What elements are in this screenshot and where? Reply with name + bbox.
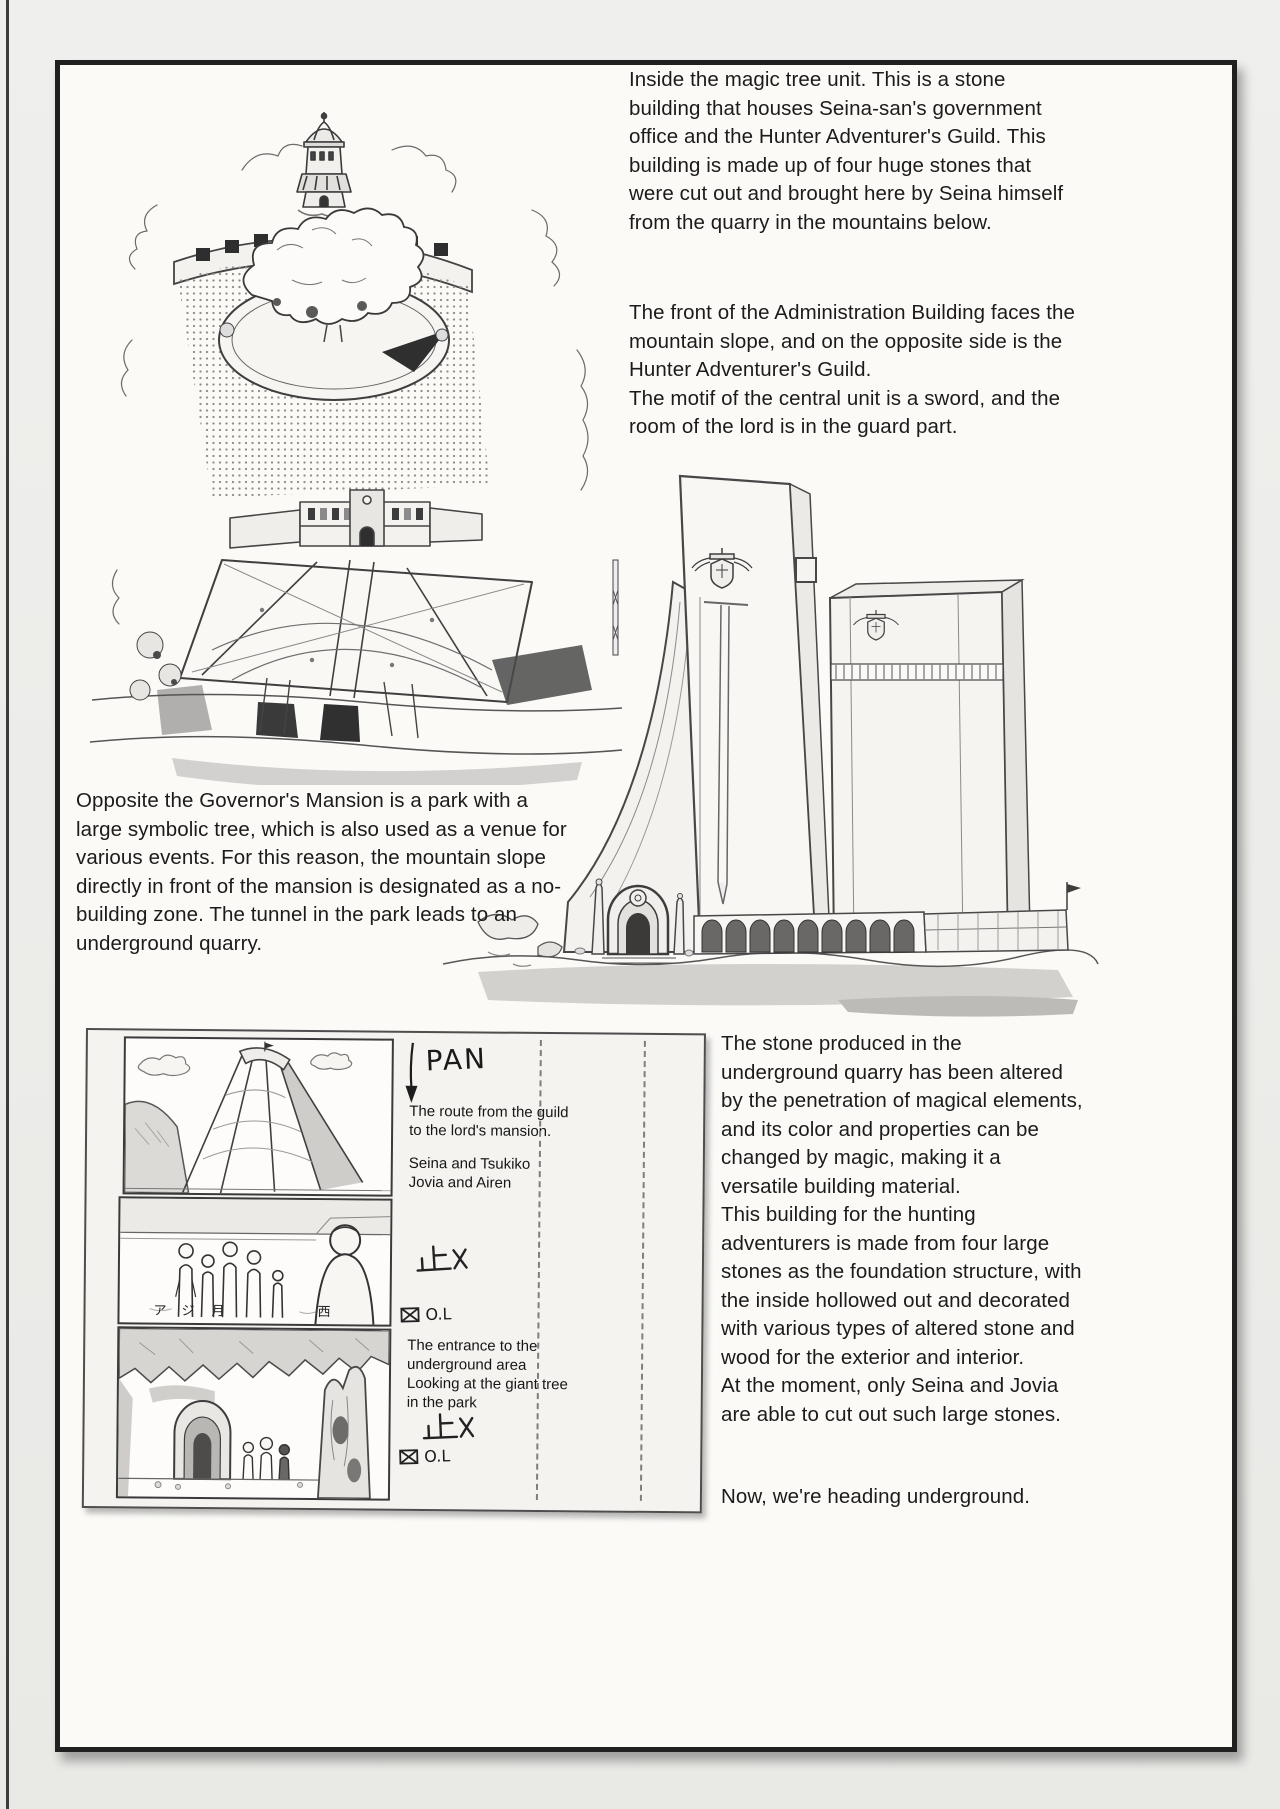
kana-labels: ア ジ 月 西: [153, 1304, 330, 1321]
terrain-scribbles: [111, 143, 589, 625]
dissolve-mark-icon: [399, 1448, 419, 1465]
kana-label: 西: [317, 1305, 330, 1320]
magic-tree-unit-paragraph: Inside the magic tree unit. This is a st…: [629, 68, 1064, 234]
cave-wall: [117, 1378, 133, 1497]
entrance-note: The entrance to the underground area Loo…: [406, 1336, 568, 1412]
governors-mansion-paragraph: Opposite the Governor's Mansion is a par…: [76, 789, 567, 955]
flag-icon: [264, 1041, 274, 1052]
governors-mansion: [229, 489, 483, 549]
storyboard-sheet: ア ジ 月 西: [81, 1028, 706, 1514]
kana-label: ア: [153, 1304, 166, 1319]
overlap-label: O.L: [425, 1304, 452, 1324]
giant-tree: [242, 207, 425, 343]
ground-shadow: [478, 963, 1073, 1006]
panel-characters-sketch: ア ジ 月 西: [120, 1198, 391, 1325]
hatched-band: [830, 663, 1004, 681]
storyboard-panel-route: [122, 1036, 394, 1197]
storyboard-panel-entrance: [115, 1326, 392, 1501]
side-trees: [129, 559, 619, 701]
scan-edge-line: [6, 0, 9, 1809]
mountain-slope: [124, 1100, 190, 1194]
panel-entrance-sketch: [117, 1328, 390, 1499]
rubble: [154, 1481, 304, 1490]
colonnade: [693, 911, 927, 955]
guild-building-illustration: [442, 474, 1099, 1017]
storyboard-divider-line: [639, 1040, 646, 1501]
sword-motif: [703, 601, 749, 905]
clouds: [137, 1052, 353, 1077]
winged-crest-icon: [691, 548, 753, 589]
characters-note: Seina and Tsukiko Jovia and Airen: [408, 1154, 531, 1192]
tower-low-angle: [181, 1047, 364, 1194]
kana-label: 月: [211, 1304, 224, 1319]
underground-quarry-paragraph: The stone produced in the underground qu…: [721, 1032, 1083, 1426]
tower-shading: [277, 1057, 363, 1191]
overlap-label: O.L: [424, 1446, 451, 1466]
main-tower: [678, 474, 831, 950]
tunnel-entrance: [173, 1400, 232, 1481]
giant-tree-trunk: [316, 1365, 371, 1499]
road-and-bridges: [89, 645, 623, 755]
pan-down-arrow-icon: [405, 1042, 418, 1103]
courtyard: [179, 559, 533, 703]
overlap-mark: O.L: [399, 1304, 452, 1324]
buttress: [562, 580, 701, 953]
ground-line: [118, 1477, 319, 1481]
tower-window: [795, 557, 817, 583]
kana-label: ジ: [181, 1304, 194, 1319]
overlap-mark: O.L: [398, 1446, 450, 1466]
route-note: The route from the guild to the lord's m…: [409, 1102, 569, 1140]
watchtower: [296, 112, 353, 218]
administration-building-paragraph: The front of the Administration Building…: [629, 301, 1075, 438]
flag-icon: [1066, 882, 1081, 910]
back-wall: [120, 1198, 391, 1235]
rocks: [477, 913, 563, 967]
small-figures: [242, 1436, 291, 1480]
panel-route-sketch: [124, 1041, 391, 1194]
foreground-figure: [314, 1224, 375, 1325]
paper-shadow: [838, 996, 1078, 1017]
crane-pole: [612, 559, 619, 656]
pan-label: PAN: [425, 1041, 488, 1078]
ground-line: [124, 1187, 391, 1192]
right-block: [828, 578, 1031, 948]
walking-figures: [175, 1241, 284, 1318]
low-wall: [923, 882, 1081, 953]
stop-kanji-mark-icon: [416, 1245, 468, 1272]
paper-shadow: [172, 758, 582, 785]
storyboard-panel-characters: ア ジ 月 西: [117, 1196, 393, 1327]
rosette-window: [629, 889, 647, 907]
winged-crest-icon: [853, 610, 899, 641]
entrance-arch: [574, 878, 694, 964]
dissolve-mark-icon: [400, 1306, 420, 1323]
rock-overhang: [118, 1328, 390, 1384]
aerial-map-illustration: [89, 112, 623, 785]
heading-underground-line: Now, we're heading underground.: [721, 1485, 1031, 1508]
stop-kanji-mark-icon: [422, 1413, 475, 1440]
